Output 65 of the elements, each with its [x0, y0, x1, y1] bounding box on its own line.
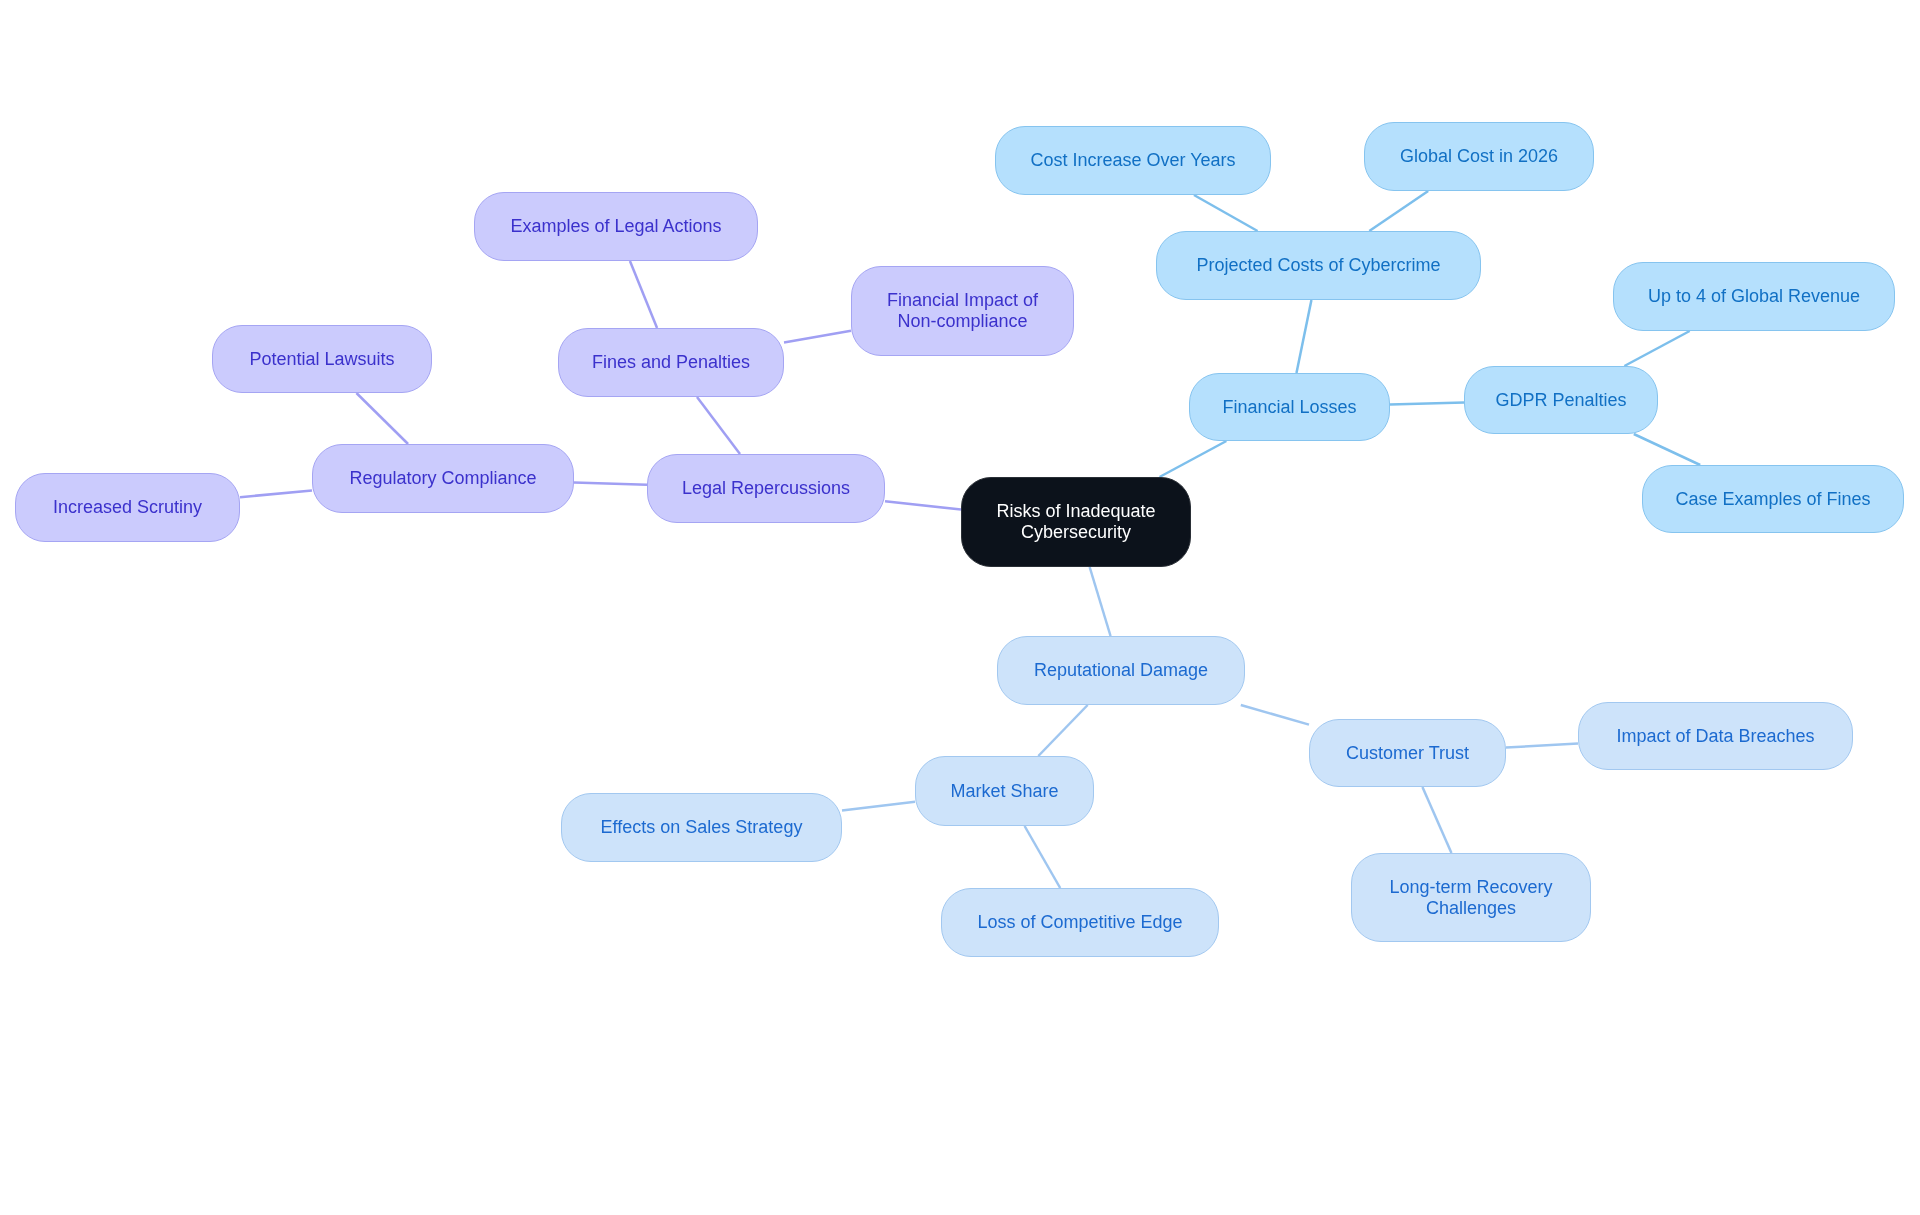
- connector-line: [1037, 704, 1089, 757]
- connector-line: [1023, 825, 1062, 889]
- topic-box: [1464, 366, 1658, 434]
- connector-line: [1368, 189, 1429, 233]
- topic-box: [851, 266, 1074, 356]
- connector-line: [884, 500, 962, 511]
- connector-line: [1088, 566, 1112, 637]
- topic-box: [212, 325, 432, 393]
- topic-label: Case Examples of Fines: [1675, 488, 1871, 510]
- topic-label: GDPR Penalties: [1495, 389, 1627, 411]
- topic-label: Financial Losses: [1222, 396, 1357, 418]
- topic-box: [1351, 853, 1591, 942]
- connector-line: [1193, 193, 1259, 233]
- topic-label: Projected Costs of Cybercrime: [1196, 255, 1441, 276]
- topic-label: Long-term Recovery Challenges: [1388, 876, 1554, 919]
- topic-box: [647, 454, 885, 523]
- topic-box: [941, 888, 1219, 957]
- connector-line: [239, 489, 313, 499]
- topic-box: [1309, 719, 1506, 787]
- topic-box: [312, 444, 574, 513]
- topic-label: Increased Scrutiny: [52, 497, 203, 518]
- topic-label: Market Share: [950, 780, 1059, 802]
- topic-label: Examples of Legal Actions: [510, 216, 722, 237]
- topic-box: [995, 126, 1271, 195]
- connector-line: [1158, 439, 1227, 479]
- connector-line: [1240, 703, 1310, 726]
- topic-label: Global Cost in 2026: [1399, 146, 1559, 167]
- connector-line: [841, 800, 916, 812]
- topic-box: [561, 793, 842, 862]
- connector-line: [355, 392, 409, 445]
- topic-label: Cost Increase Over Years: [1030, 150, 1236, 171]
- topic-box: [474, 192, 758, 261]
- connector-line: [1389, 401, 1465, 406]
- topic-box: [1364, 122, 1594, 191]
- topic-label: Potential Lawsuits: [249, 348, 395, 370]
- topic-box: [1156, 231, 1481, 300]
- topic-label: Up to 4 of Global Revenue: [1647, 286, 1861, 307]
- topic-label: Fines and Penalties: [591, 352, 751, 373]
- connector-line: [1633, 432, 1701, 467]
- topic-label: Effects on Sales Strategy: [600, 817, 803, 838]
- connector-line: [1295, 299, 1313, 374]
- topic-box: [558, 328, 784, 397]
- topic-box: [997, 636, 1245, 705]
- connector-line: [1505, 742, 1579, 749]
- topic-label: Financial Impact of Non-compliance: [885, 290, 1040, 332]
- topic-label: Risks of Inadequate Cybersecurity: [995, 501, 1157, 543]
- topic-label: Impact of Data Breaches: [1616, 725, 1815, 747]
- central-topic-box: [961, 477, 1191, 567]
- connector-line: [628, 260, 659, 329]
- topic-box: [915, 756, 1094, 826]
- connector-line: [1421, 786, 1453, 854]
- topic-label: Legal Repercussions: [681, 478, 851, 499]
- topic-label: Customer Trust: [1346, 742, 1469, 764]
- topic-label: Reputational Damage: [1033, 660, 1209, 681]
- topic-box: [1578, 702, 1853, 770]
- topic-label: Loss of Competitive Edge: [977, 912, 1183, 933]
- connector-line: [696, 396, 741, 455]
- topic-label: Regulatory Compliance: [349, 468, 537, 489]
- connector-line: [783, 329, 852, 344]
- connector-line: [1623, 329, 1691, 368]
- connector-line: [573, 481, 648, 487]
- topic-box: [1642, 465, 1904, 533]
- topic-box: [15, 473, 240, 542]
- topic-box: [1613, 262, 1895, 331]
- topic-box: [1189, 373, 1390, 441]
